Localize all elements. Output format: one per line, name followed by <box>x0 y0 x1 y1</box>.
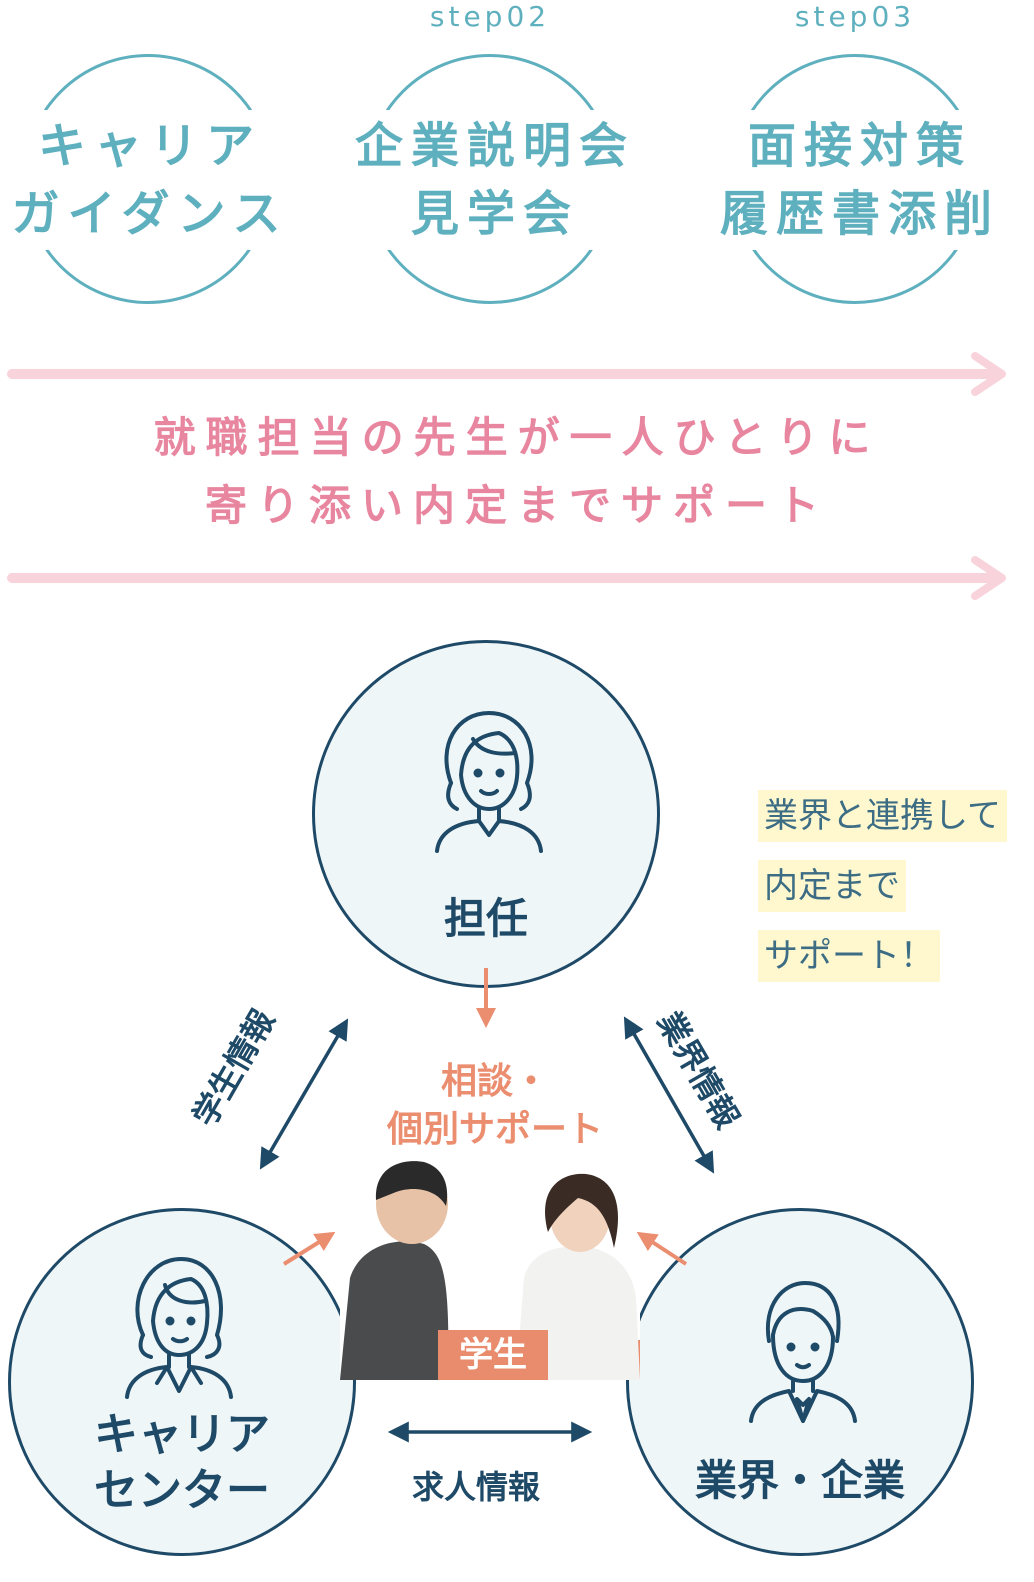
step-gap-2 <box>335 110 650 250</box>
step-2-line-1: 企業説明会 <box>354 118 635 174</box>
female-staff-icon <box>125 1257 233 1399</box>
career-support-arrow <box>282 1231 336 1266</box>
industry-info-arrow <box>623 1016 715 1174</box>
step-label-2: step02 <box>429 0 551 33</box>
step-label-3: step03 <box>794 0 916 33</box>
student-info-arrow <box>259 1018 349 1170</box>
consultation-line-2: 個別サポート <box>386 1109 603 1150</box>
note-line-2: 内定まで <box>758 860 906 912</box>
career-center-circle: キャリア センター <box>8 1208 356 1556</box>
industry-circle: 業界・企業 <box>626 1208 974 1556</box>
support-message-line-1: 就職担当の先生が一人ひとりに <box>153 413 881 462</box>
step-1-line-1: キャリア <box>37 118 262 174</box>
career-center-line-2: センター <box>94 1465 270 1516</box>
step-text-2: 企業説明会 見学会 <box>340 112 650 248</box>
industry-label: 業界・企業 <box>694 1456 905 1505</box>
support-message: 就職担当の先生が一人ひとりに 寄り添い内定までサポート <box>0 404 1034 540</box>
note-line-3: サポート！ <box>758 930 940 982</box>
note-line-1: 業界と連携して <box>758 790 1007 842</box>
career-center-line-1: キャリア <box>94 1409 270 1460</box>
career-center-label: キャリア センター <box>11 1407 353 1519</box>
industry-note: 業界と連携して 内定まで サポート！ <box>758 790 1007 982</box>
job-info-label: 求人情報 <box>412 1468 541 1506</box>
homeroom-label: 担任 <box>443 894 528 943</box>
step-1-line-2: ガイダンス <box>11 186 289 242</box>
pink-arrow-top <box>7 352 1006 396</box>
consultation-label: 相談・ 個別サポート <box>360 1058 630 1154</box>
step-gap-3 <box>698 110 1018 250</box>
female-teacher-icon <box>435 711 543 853</box>
step-2-line-2: 見学会 <box>410 186 579 242</box>
step-3-line-1: 面接対策 <box>747 118 972 174</box>
industry-support-arrow <box>636 1231 688 1266</box>
consultation-line-1: 相談・ <box>440 1061 549 1102</box>
step-text-1: キャリア ガイダンス <box>0 112 300 248</box>
male-businessman-icon <box>749 1281 857 1423</box>
step-text-3: 面接対策 履歴書添削 <box>700 112 1020 248</box>
step-3-line-2: 履歴書添削 <box>719 186 1000 242</box>
consultation-photo: 学生 <box>340 1158 640 1380</box>
pink-arrow-bottom <box>7 556 1006 600</box>
support-message-line-2: 寄り添い内定までサポート <box>204 481 829 530</box>
student-label: 学生 <box>438 1330 548 1380</box>
homeroom-circle: 担任 <box>312 640 660 988</box>
step-gap-1 <box>15 110 285 250</box>
